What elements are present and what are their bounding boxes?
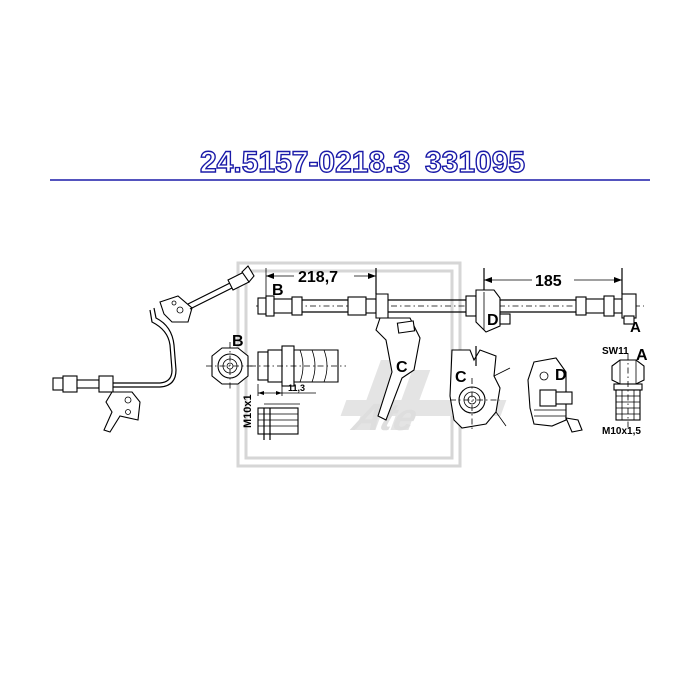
brake-hose-side-view [256, 268, 644, 421]
label-d-detail: D [555, 367, 567, 384]
label-c-main: C [396, 359, 408, 376]
detail-d-bracket [527, 357, 583, 433]
label-b-main: B [272, 282, 284, 299]
label-a-detail: A [636, 347, 648, 364]
dimension-185-label: 185 [535, 273, 562, 290]
wrench-size-label: SW11 [602, 346, 629, 357]
dimension-11-3-label: 11,3 [288, 383, 305, 393]
part-number-title: 24.5157-0218.3 [200, 146, 410, 179]
label-c-detail: C [455, 369, 467, 386]
label-a-main: A [630, 319, 641, 336]
reference-number-title: 331095 [425, 146, 525, 179]
label-b-detail: B [232, 333, 244, 350]
thread-a-label: M10x1,5 [602, 426, 641, 437]
dimension-185: 185 [484, 273, 622, 290]
label-d-main: D [487, 312, 499, 329]
dimension-218-7: 218,7 [265, 268, 376, 296]
dimension-218-7-label: 218,7 [298, 269, 338, 286]
detail-b-fitting: 11,3 [206, 342, 346, 440]
installed-hose-assembly [52, 265, 255, 433]
detail-a-fitting [611, 354, 645, 428]
thread-b-label: M10x1 [242, 394, 254, 428]
detail-c-bracket [449, 346, 511, 432]
